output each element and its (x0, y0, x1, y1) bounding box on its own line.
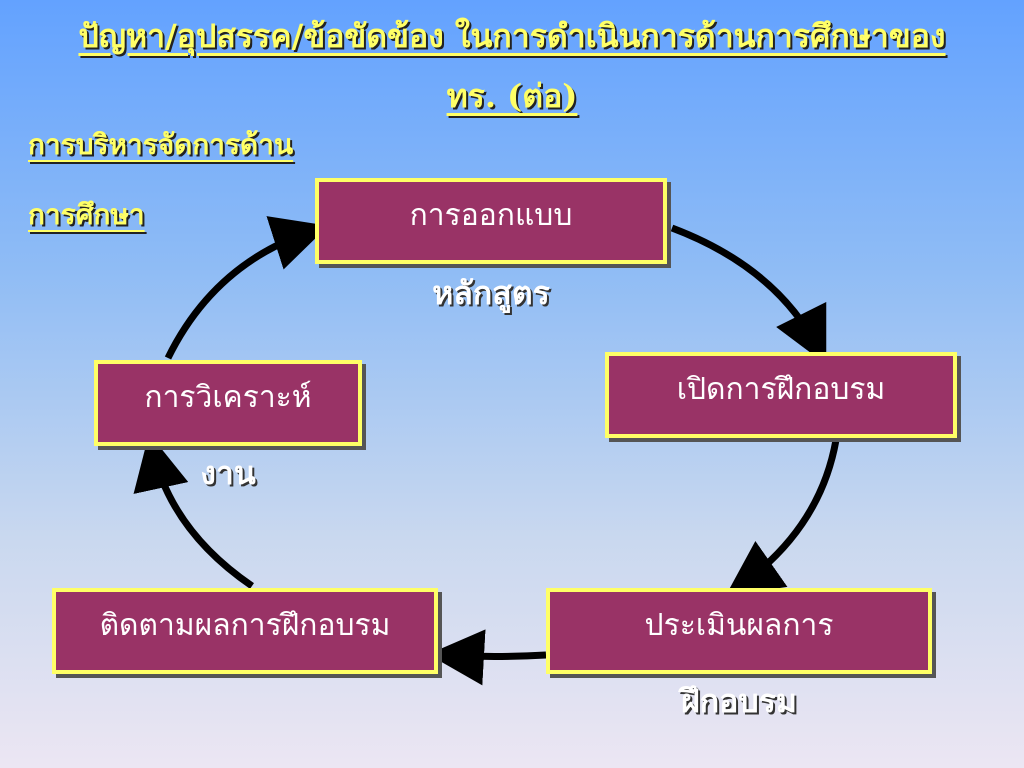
box-followup-label: ติดตามผลการฝึกอบรม (99, 608, 391, 643)
box-open-training-label: เปิดการฝึกอบรม (676, 372, 886, 407)
arrow-open-to-evaluate (725, 439, 840, 597)
box-evaluate: ประเมินผลการ (546, 588, 932, 674)
arrow-evaluate-to-followup (428, 629, 547, 686)
box-analysis-overflow-label: งาน (200, 454, 256, 492)
arrow-design-to-open (670, 224, 827, 365)
box-design: การออกแบบ (315, 178, 667, 264)
box-evaluate-label: ประเมินผลการ (644, 608, 834, 643)
arrow-analysis-to-design (164, 216, 329, 360)
slide-title-line-2: ทร. (ต่อ) (446, 77, 578, 115)
box-analysis-label: การวิเคราะห์ (144, 380, 312, 415)
arrow-followup-to-analysis (133, 433, 254, 589)
section-heading: การบริหารจัดการด้าน การศึกษา (28, 110, 388, 250)
section-heading-line-2: การศึกษา (28, 198, 145, 231)
box-analysis: การวิเคราะห์ (94, 360, 362, 446)
section-heading-line-1: การบริหารจัดการด้าน (28, 128, 294, 161)
box-evaluate-overflow-label: ฝึกอบรม (681, 682, 797, 720)
box-design-overflow-label: หลักสูตร (432, 274, 550, 312)
slide-title: ปัญหา/อุปสรรค/ข้อขัดข้อง ในการดำเนินการด… (30, 6, 994, 126)
box-design-label: การออกแบบ (409, 198, 573, 233)
box-followup: ติดตามผลการฝึกอบรม (52, 588, 438, 674)
box-open-training: เปิดการฝึกอบรม (605, 352, 957, 438)
slide-title-line-1: ปัญหา/อุปสรรค/ข้อขัดข้อง ในการดำเนินการด… (78, 17, 946, 55)
